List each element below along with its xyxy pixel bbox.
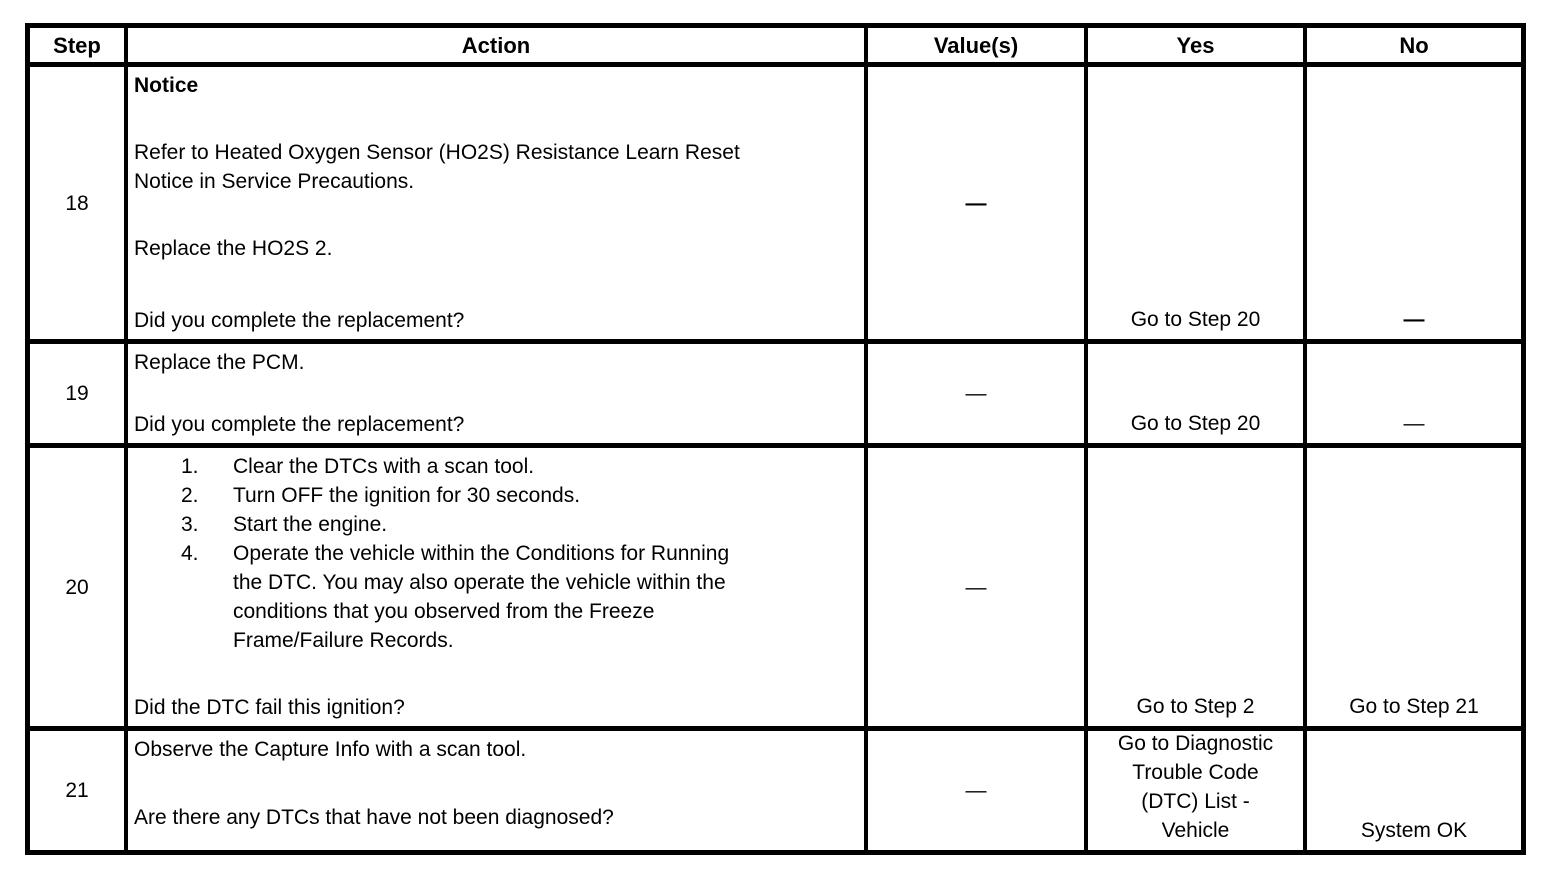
action-question: Did the DTC fail this ignition? (134, 696, 405, 719)
step-number: 21 (65, 779, 89, 802)
list-item-number: 2. (181, 484, 199, 507)
action-paragraph: Observe the Capture Info with a scan too… (134, 738, 527, 761)
value-cell-19: — (868, 344, 1084, 443)
list-item: 1. Clear the DTCs with a scan tool. (134, 452, 858, 481)
list-item: 4. Operate the vehicle within the Condit… (134, 539, 858, 655)
step-number: 18 (65, 191, 89, 215)
yes-action-text: Go to Step 20 (1130, 412, 1261, 435)
no-cell-21: System OK (1307, 731, 1521, 850)
no-action-text: System OK (1360, 819, 1468, 842)
no-action-text: Go to Step 21 (1349, 695, 1479, 718)
header-label-yes: Yes (1176, 32, 1215, 58)
action-question: Did you complete the replacement? (134, 413, 465, 436)
action-paragraph: Replace the PCM. (134, 351, 305, 374)
action-cell-18: Notice Refer to Heated Oxygen Sensor (HO… (128, 67, 864, 339)
yes-cell-18: Go to Step 20 (1088, 67, 1303, 339)
list-item: 3. Start the engine. (134, 510, 858, 539)
header-cell-values: Value(s) (868, 28, 1084, 62)
value-cell-20: — (868, 448, 1084, 726)
header-cell-action: Action (128, 28, 864, 62)
yes-action-text: Go to Step 20 (1130, 308, 1261, 331)
action-paragraph: Replace the HO2S 2. (134, 237, 333, 260)
action-question: Did you complete the replacement? (134, 309, 465, 332)
value-dash: — (965, 382, 987, 405)
value-cell-18: — (868, 67, 1084, 339)
header-cell-yes: Yes (1088, 28, 1303, 62)
header-label-no: No (1399, 32, 1429, 58)
action-question: Are there any DTCs that have not been di… (134, 806, 614, 829)
notice-heading: Notice (134, 74, 199, 97)
yes-action-text: Go to Step 2 (1136, 695, 1255, 718)
list-item-text: Operate the vehicle within the Condition… (233, 542, 730, 652)
list-item-text: Clear the DTCs with a scan tool. (233, 455, 535, 478)
step-cell-19: 19 (30, 344, 124, 443)
list-item-text: Turn OFF the ignition for 30 seconds. (233, 484, 581, 507)
action-numbered-list: 1. Clear the DTCs with a scan tool. 2. T… (134, 452, 858, 655)
header-label-action: Action (461, 32, 531, 58)
no-cell-20: Go to Step 21 (1307, 448, 1521, 726)
action-cell-19: Replace the PCM. Did you complete the re… (128, 344, 864, 443)
step-number: 19 (65, 382, 89, 405)
list-item-number: 3. (181, 513, 199, 536)
value-dash: — (965, 779, 987, 802)
value-dash: — (965, 575, 987, 599)
no-cell-18: — (1307, 67, 1521, 339)
diagnostic-table: Step Action Value(s) Yes No 18 Notice Re… (25, 23, 1526, 855)
yes-cell-20: Go to Step 2 (1088, 448, 1303, 726)
header-cell-step: Step (30, 28, 124, 62)
header-label-values: Value(s) (933, 32, 1019, 58)
action-paragraph: Refer to Heated Oxygen Sensor (HO2S) Res… (134, 141, 740, 193)
no-dash: — (1403, 412, 1425, 435)
action-cell-21: Observe the Capture Info with a scan too… (128, 731, 864, 850)
header-cell-no: No (1307, 28, 1521, 62)
yes-action-text: Go to Diagnostic Trouble Code (DTC) List… (1117, 732, 1274, 842)
action-cell-20: 1. Clear the DTCs with a scan tool. 2. T… (128, 448, 864, 726)
value-cell-21: — (868, 731, 1084, 850)
step-cell-18: 18 (30, 67, 124, 339)
step-cell-21: 21 (30, 731, 124, 850)
no-cell-19: — (1307, 344, 1521, 443)
list-item-number: 4. (181, 542, 199, 565)
yes-cell-19: Go to Step 20 (1088, 344, 1303, 443)
step-number: 20 (65, 575, 89, 599)
no-dash: — (1403, 308, 1425, 331)
step-cell-20: 20 (30, 448, 124, 726)
list-item: 2. Turn OFF the ignition for 30 seconds. (134, 481, 858, 510)
list-item-text: Start the engine. (233, 513, 388, 536)
yes-cell-21: Go to Diagnostic Trouble Code (DTC) List… (1088, 731, 1303, 850)
header-label-step: Step (53, 32, 101, 58)
list-item-number: 1. (181, 455, 199, 478)
value-dash: — (965, 191, 987, 215)
